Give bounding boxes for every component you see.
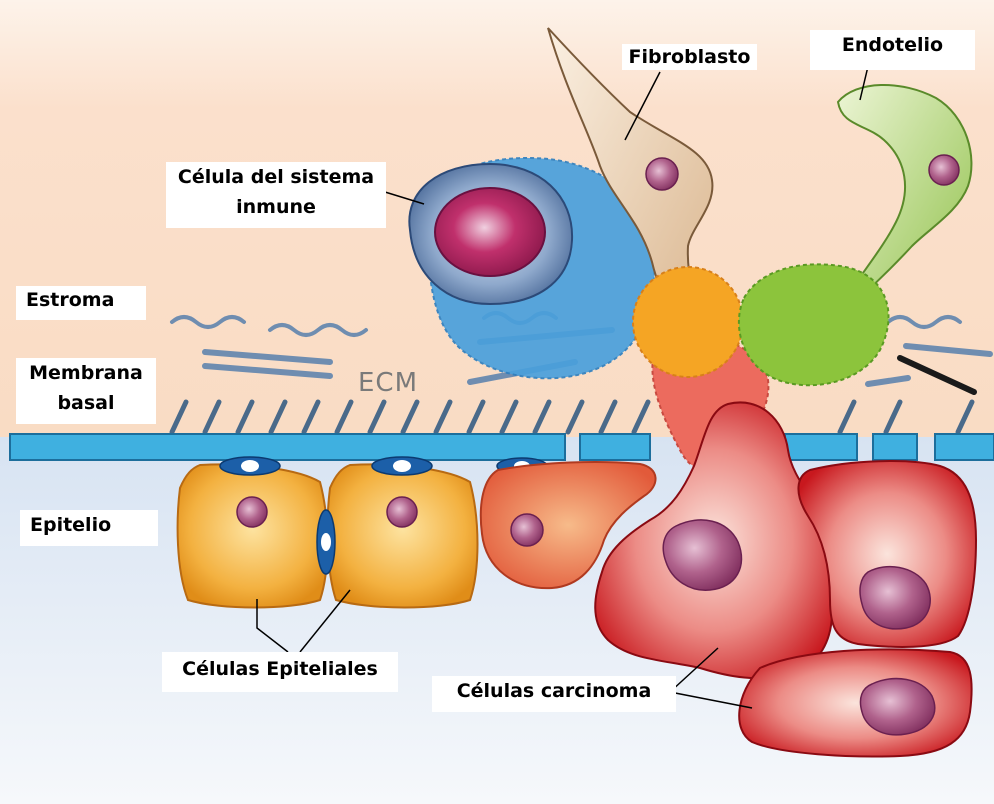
label-basal-membrane: Membrana basal [16,358,156,424]
transitional-nucleus [511,514,543,546]
epithelial-nucleus-right [387,497,417,527]
endothelium-signal-blob [739,264,889,385]
carcinoma-cell-lower-right [739,649,971,756]
fibroblast-nucleus [646,158,678,190]
epithelial-cell-right [328,464,478,607]
label-fibroblast: Fibroblasto [622,44,757,70]
label-epithelium: Epitelio [20,510,158,546]
label-basal-membrane-line1: Membrana [16,358,156,388]
basement-membrane [10,434,994,460]
label-immune-cell: Célula del sistema inmune [166,162,386,228]
epithelial-nucleus-left [237,497,267,527]
label-ecm: ECM [358,368,418,398]
carcinoma-nucleus-upper-right [860,567,930,629]
label-endothelium: Endotelio [810,30,975,70]
label-basal-membrane-line2: basal [16,388,156,418]
immune-cell-nucleus [435,188,545,276]
label-carcinoma-cells: Células carcinoma [432,676,676,712]
fibroblast-signal-blob [633,267,743,377]
label-stroma: Estroma [16,286,146,320]
carcinoma-nucleus-lower-right [860,679,934,735]
label-epithelial-cells: Células Epiteliales [162,652,398,692]
label-immune-cell-line2: inmune [166,192,386,222]
epithelial-cell-left [178,464,328,607]
label-immune-cell-line1: Célula del sistema [166,162,386,192]
endothelium-nucleus [929,155,959,185]
